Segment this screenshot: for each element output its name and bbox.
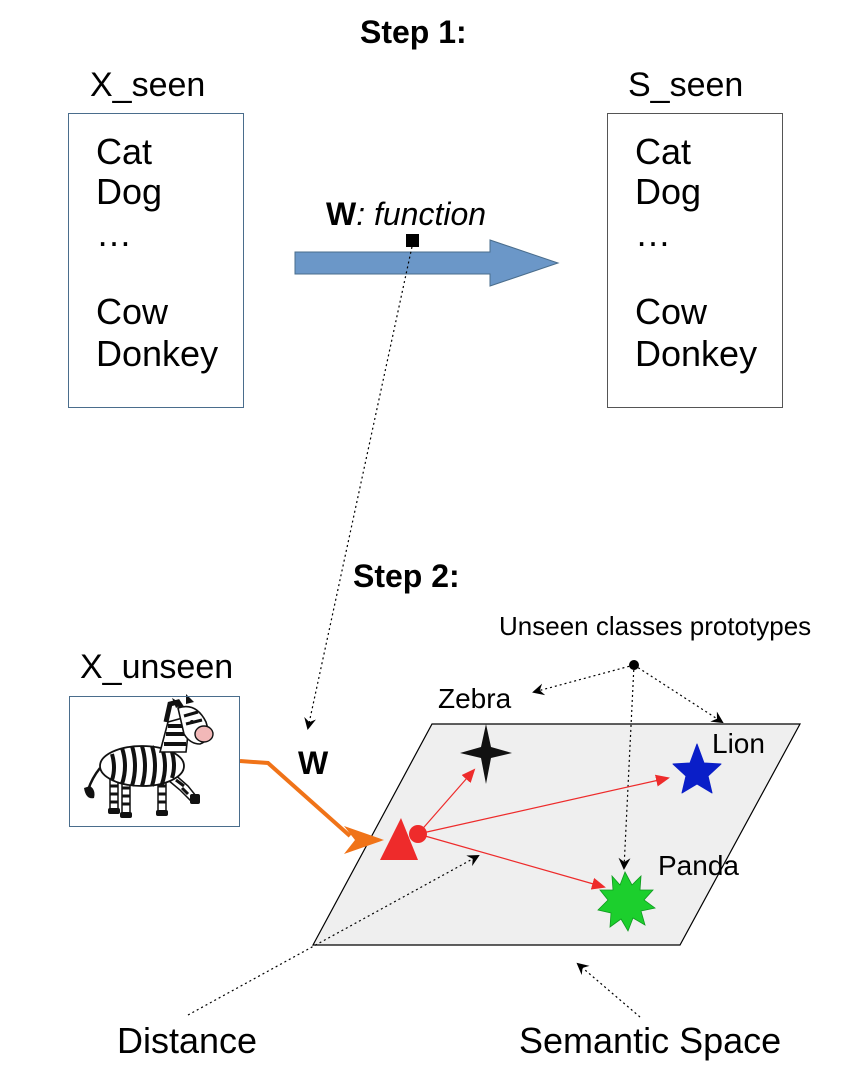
zebra-to-space-arrowhead bbox=[344, 826, 384, 854]
lion-label: Lion bbox=[712, 728, 765, 759]
mapping-function-label: W: function bbox=[326, 196, 486, 233]
semantic-space-label: Semantic Space bbox=[519, 1020, 782, 1061]
distance-dotted-line bbox=[187, 855, 480, 1016]
projected-sample-dot bbox=[409, 825, 427, 843]
lion-prototype-star bbox=[672, 743, 722, 794]
x-seen-box: Cat Dog … Cow Donkey bbox=[68, 113, 244, 408]
step-2-title: Step 2: bbox=[353, 558, 460, 594]
s-seen-item: Cat bbox=[635, 131, 692, 172]
zebra-to-space-arrow-line bbox=[239, 759, 352, 838]
x-seen-item: Cow bbox=[96, 291, 169, 332]
s-seen-box: Cat Dog … Cow Donkey bbox=[607, 113, 783, 408]
panda-prototype-burst bbox=[597, 871, 656, 932]
x-seen-item: Dog bbox=[96, 171, 163, 212]
distance-arrow-panda bbox=[417, 833, 606, 890]
distance-arrow-lion bbox=[417, 774, 670, 835]
x-seen-title: X_seen bbox=[90, 66, 206, 104]
function-to-w-dotted-line bbox=[304, 241, 414, 730]
distance-label: Distance bbox=[117, 1020, 258, 1061]
prototype-to-zebra-dotted-line bbox=[532, 664, 635, 696]
mapping-text: : function bbox=[356, 196, 487, 232]
w-label: W bbox=[298, 745, 329, 781]
x-seen-item: Donkey bbox=[96, 333, 219, 374]
distance-arrow-zebra bbox=[417, 768, 476, 835]
x-seen-item: … bbox=[96, 213, 132, 254]
mapping-symbol: W bbox=[326, 196, 357, 232]
unseen-prototypes-label: Unseen classes prototypes bbox=[499, 611, 812, 641]
mapping-arrow bbox=[294, 239, 560, 287]
prototype-to-panda-dotted-line bbox=[618, 664, 635, 870]
s-seen-item: Donkey bbox=[635, 333, 758, 374]
projected-sample-triangle bbox=[380, 818, 418, 860]
semantic-space-plane bbox=[311, 723, 802, 946]
x-unseen-title: X_unseen bbox=[80, 648, 234, 686]
zebra-prototype-star bbox=[460, 724, 512, 784]
prototype-to-lion-dotted-line bbox=[633, 664, 724, 724]
s-seen-item: Dog bbox=[635, 171, 702, 212]
step-1-title: Step 1: bbox=[360, 14, 467, 50]
prototype-dot bbox=[629, 660, 639, 670]
x-seen-item: Cat bbox=[96, 131, 153, 172]
s-seen-title: S_seen bbox=[628, 66, 744, 104]
zebra-label: Zebra bbox=[438, 683, 512, 714]
s-seen-item: Cow bbox=[635, 291, 708, 332]
panda-label: Panda bbox=[658, 850, 739, 881]
function-marker bbox=[406, 234, 419, 247]
semantic-space-dotted-line bbox=[576, 962, 641, 1018]
zebra-image bbox=[84, 694, 214, 818]
s-seen-item: … bbox=[635, 213, 671, 254]
x-unseen-box bbox=[69, 696, 240, 827]
